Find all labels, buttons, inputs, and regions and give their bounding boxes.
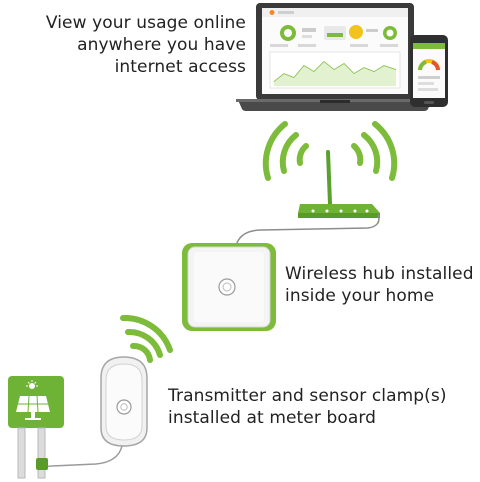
wifi-signal-icon [262,121,398,181]
online-access-caption: View your usage online anywhere you have… [34,12,246,78]
laptop-icon [236,3,434,111]
hub-caption: Wireless hub installed inside your home [285,263,474,307]
solar-panel-icon [8,376,64,479]
wireless-hub-icon [182,243,276,331]
wifi-signal-icon [120,314,173,363]
caption-line: inside your home [285,286,435,306]
smartphone-icon [410,35,448,107]
transmitter-caption: Transmitter and sensor clamp(s) installe… [168,385,447,429]
router-icon [298,150,380,218]
caption-line: Transmitter and sensor clamp(s) [168,386,447,406]
caption-line: Wireless hub installed [285,264,474,284]
sensor-cable [39,445,123,467]
caption-line: View your usage online [45,13,246,33]
transmitter-icon [100,356,148,447]
caption-line: anywhere you have [77,35,246,55]
caption-line: internet access [114,57,246,77]
network-cable [235,213,380,247]
caption-line: installed at meter board [168,408,377,428]
